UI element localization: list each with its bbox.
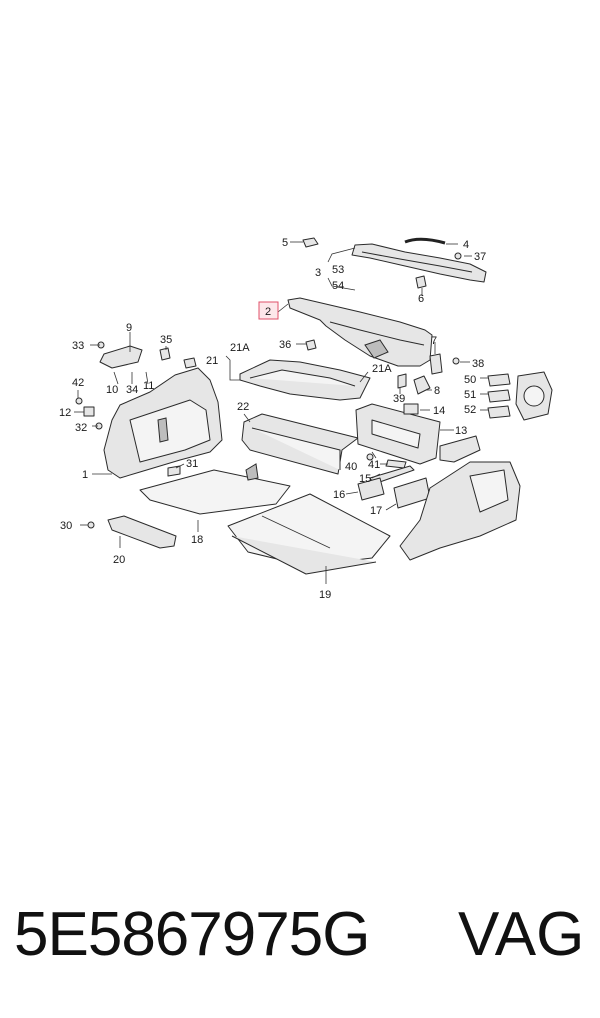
callout-31: 31 [186,458,198,470]
callout-35: 35 [160,334,172,346]
callout-12: 12 [59,407,71,419]
callout-9: 9 [126,322,132,334]
callout-16: 16 [333,489,345,501]
callout-51: 51 [464,389,476,401]
clip-part-7 [429,353,443,375]
callout-36: 36 [279,339,291,351]
callout-10: 10 [106,384,118,396]
callout-33: 33 [72,340,84,352]
floor-cover-part-18 [139,463,291,515]
callout-30: 30 [60,520,72,532]
callout-8: 8 [434,385,440,397]
clip-part-31 [167,465,181,477]
bracket-part-9 [99,345,143,369]
bracket-part-20 [107,515,177,549]
callout-11: 11 [143,380,154,392]
callout-22: 22 [237,401,249,413]
leader-lines [74,241,488,584]
callout-17: 17 [370,505,382,517]
cover-part-17 [393,477,431,509]
callout-5: 5 [282,237,288,249]
bracket-part-41 [385,459,407,469]
callout-labels: 5 4 37 3 53 54 6 2 36 21 21A 21A 7 38 50… [59,237,486,601]
floor-panel-part-19 [227,493,391,575]
clip-part-37 [454,252,462,260]
callout-40: 40 [345,461,357,473]
cover-panel-part-13 [355,403,441,465]
clip-part-35 [159,347,171,361]
screw-part-5 [302,237,319,248]
callout-21: 21 [206,355,218,367]
trim-panel-part-2 [287,297,433,367]
callout-21a: 21A [230,342,250,354]
storage-tray-part-22 [241,413,359,475]
clip-part-6 [415,275,427,289]
callout-20: 20 [113,554,125,566]
clip-part-38 [452,357,460,365]
callout-39: 39 [393,393,405,405]
callout-38: 38 [472,358,484,370]
callout-52: 52 [464,404,476,416]
callout-53: 53 [332,264,344,276]
footer: 5E5867975G VAG [0,890,600,980]
hook-part-8 [413,375,431,395]
callout-41: 41 [368,459,380,471]
callout-2: 2 [265,306,271,318]
callout-42: 42 [72,377,84,389]
clip-part-36 [305,339,317,351]
callout-15: 15 [359,473,371,485]
callout-7: 7 [431,335,437,347]
callout-18: 18 [191,534,203,546]
parts-exploded-diagram: 5 4 37 3 53 54 6 2 36 21 21A 21A 7 38 50… [59,237,553,601]
clip-part-14 [403,403,419,415]
callout-19: 19 [319,589,331,601]
cap-part-35b [183,357,197,369]
part-number: 5E5867975G [14,900,370,969]
callout-32: 32 [75,422,87,434]
clip-part-39 [397,373,407,389]
callout-14: 14 [433,405,445,417]
parcel-shelf-part-21 [239,359,371,401]
cover-part-16 [357,477,385,501]
highlight-callout-box [258,301,279,320]
callout-50: 50 [464,374,476,386]
callout-3: 3 [315,267,321,279]
callout-13: 13 [455,425,467,437]
clip-part-42 [75,397,83,405]
callout-21a-right: 21A [372,363,392,375]
right-side-trim-panel [399,435,521,561]
side-trim-panel-part-1 [103,367,223,479]
seal-strip [404,237,446,245]
fasteners-50-51-52 [487,373,511,419]
callout-34: 34 [126,384,138,396]
upper-trim-strip [351,243,487,283]
brand-name: VAG [458,900,585,969]
clip-part-12 [83,406,95,417]
callout-4: 4 [463,239,469,251]
callout-37: 37 [474,251,486,263]
callout-6: 6 [418,293,424,305]
clip-part-30 [87,521,95,529]
callout-54: 54 [332,280,344,292]
callout-1: 1 [82,469,88,481]
right-housing [515,371,553,421]
clip-part-40 [366,453,374,461]
